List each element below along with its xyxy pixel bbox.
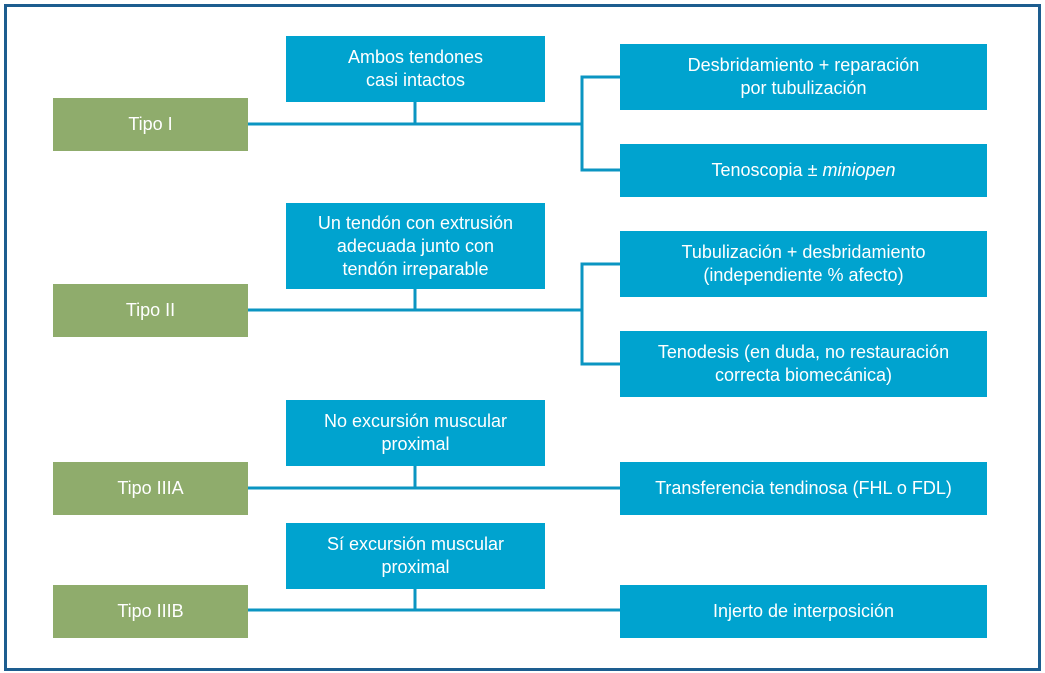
type-box-tipo-iiib: Tipo IIIB (53, 585, 248, 638)
condition-text: Sí excursión muscular proximal (326, 534, 505, 577)
condition-text: Ambos tendones casi intactos (347, 47, 484, 90)
connector-tipo-i-branch (580, 75, 620, 172)
treatment-box-transferencia: Transferencia tendinosa (FHL o FDL) (620, 462, 987, 515)
treatment-box-tubulizacion-desbridamiento: Tubulización + desbridamiento (independi… (620, 231, 987, 297)
connector-tipo-ii-branch (580, 262, 620, 366)
type-box-tipo-iiia: Tipo IIIA (53, 462, 248, 515)
treatment-text: Tenoscopia ± miniopen (711, 160, 896, 180)
type-box-tipo-i: Tipo I (53, 98, 248, 151)
treatment-text: Tubulización + desbridamiento (independi… (681, 242, 926, 285)
treatment-text: Injerto de interposición (712, 601, 895, 621)
type-label: Tipo II (125, 300, 176, 320)
treatment-box-tenodesis: Tenodesis (en duda, no restauración corr… (620, 331, 987, 397)
treatment-box-tubulizacion: Desbridamiento + reparación por tubuliza… (620, 44, 987, 110)
treatment-box-tenoscopia: Tenoscopia ± miniopen (620, 144, 987, 197)
condition-box-tipo-ii: Un tendón con extrusión adecuada junto c… (286, 203, 545, 289)
treatment-box-injerto: Injerto de interposición (620, 585, 987, 638)
type-label: Tipo IIIB (117, 601, 184, 621)
condition-box-tipo-iiia: No excursión muscular proximal (286, 400, 545, 466)
condition-box-tipo-iiib: Sí excursión muscular proximal (286, 523, 545, 589)
type-label: Tipo IIIA (117, 478, 184, 498)
treatment-text: Desbridamiento + reparación por tubuliza… (687, 55, 920, 98)
condition-text: Un tendón con extrusión adecuada junto c… (317, 212, 514, 279)
type-label: Tipo I (128, 114, 173, 134)
condition-text: No excursión muscular proximal (323, 411, 508, 454)
treatment-text: Tenodesis (en duda, no restauración corr… (657, 342, 950, 385)
treatment-text: Transferencia tendinosa (FHL o FDL) (655, 478, 952, 498)
condition-box-tipo-i: Ambos tendones casi intactos (286, 36, 545, 102)
type-box-tipo-ii: Tipo II (53, 284, 248, 337)
